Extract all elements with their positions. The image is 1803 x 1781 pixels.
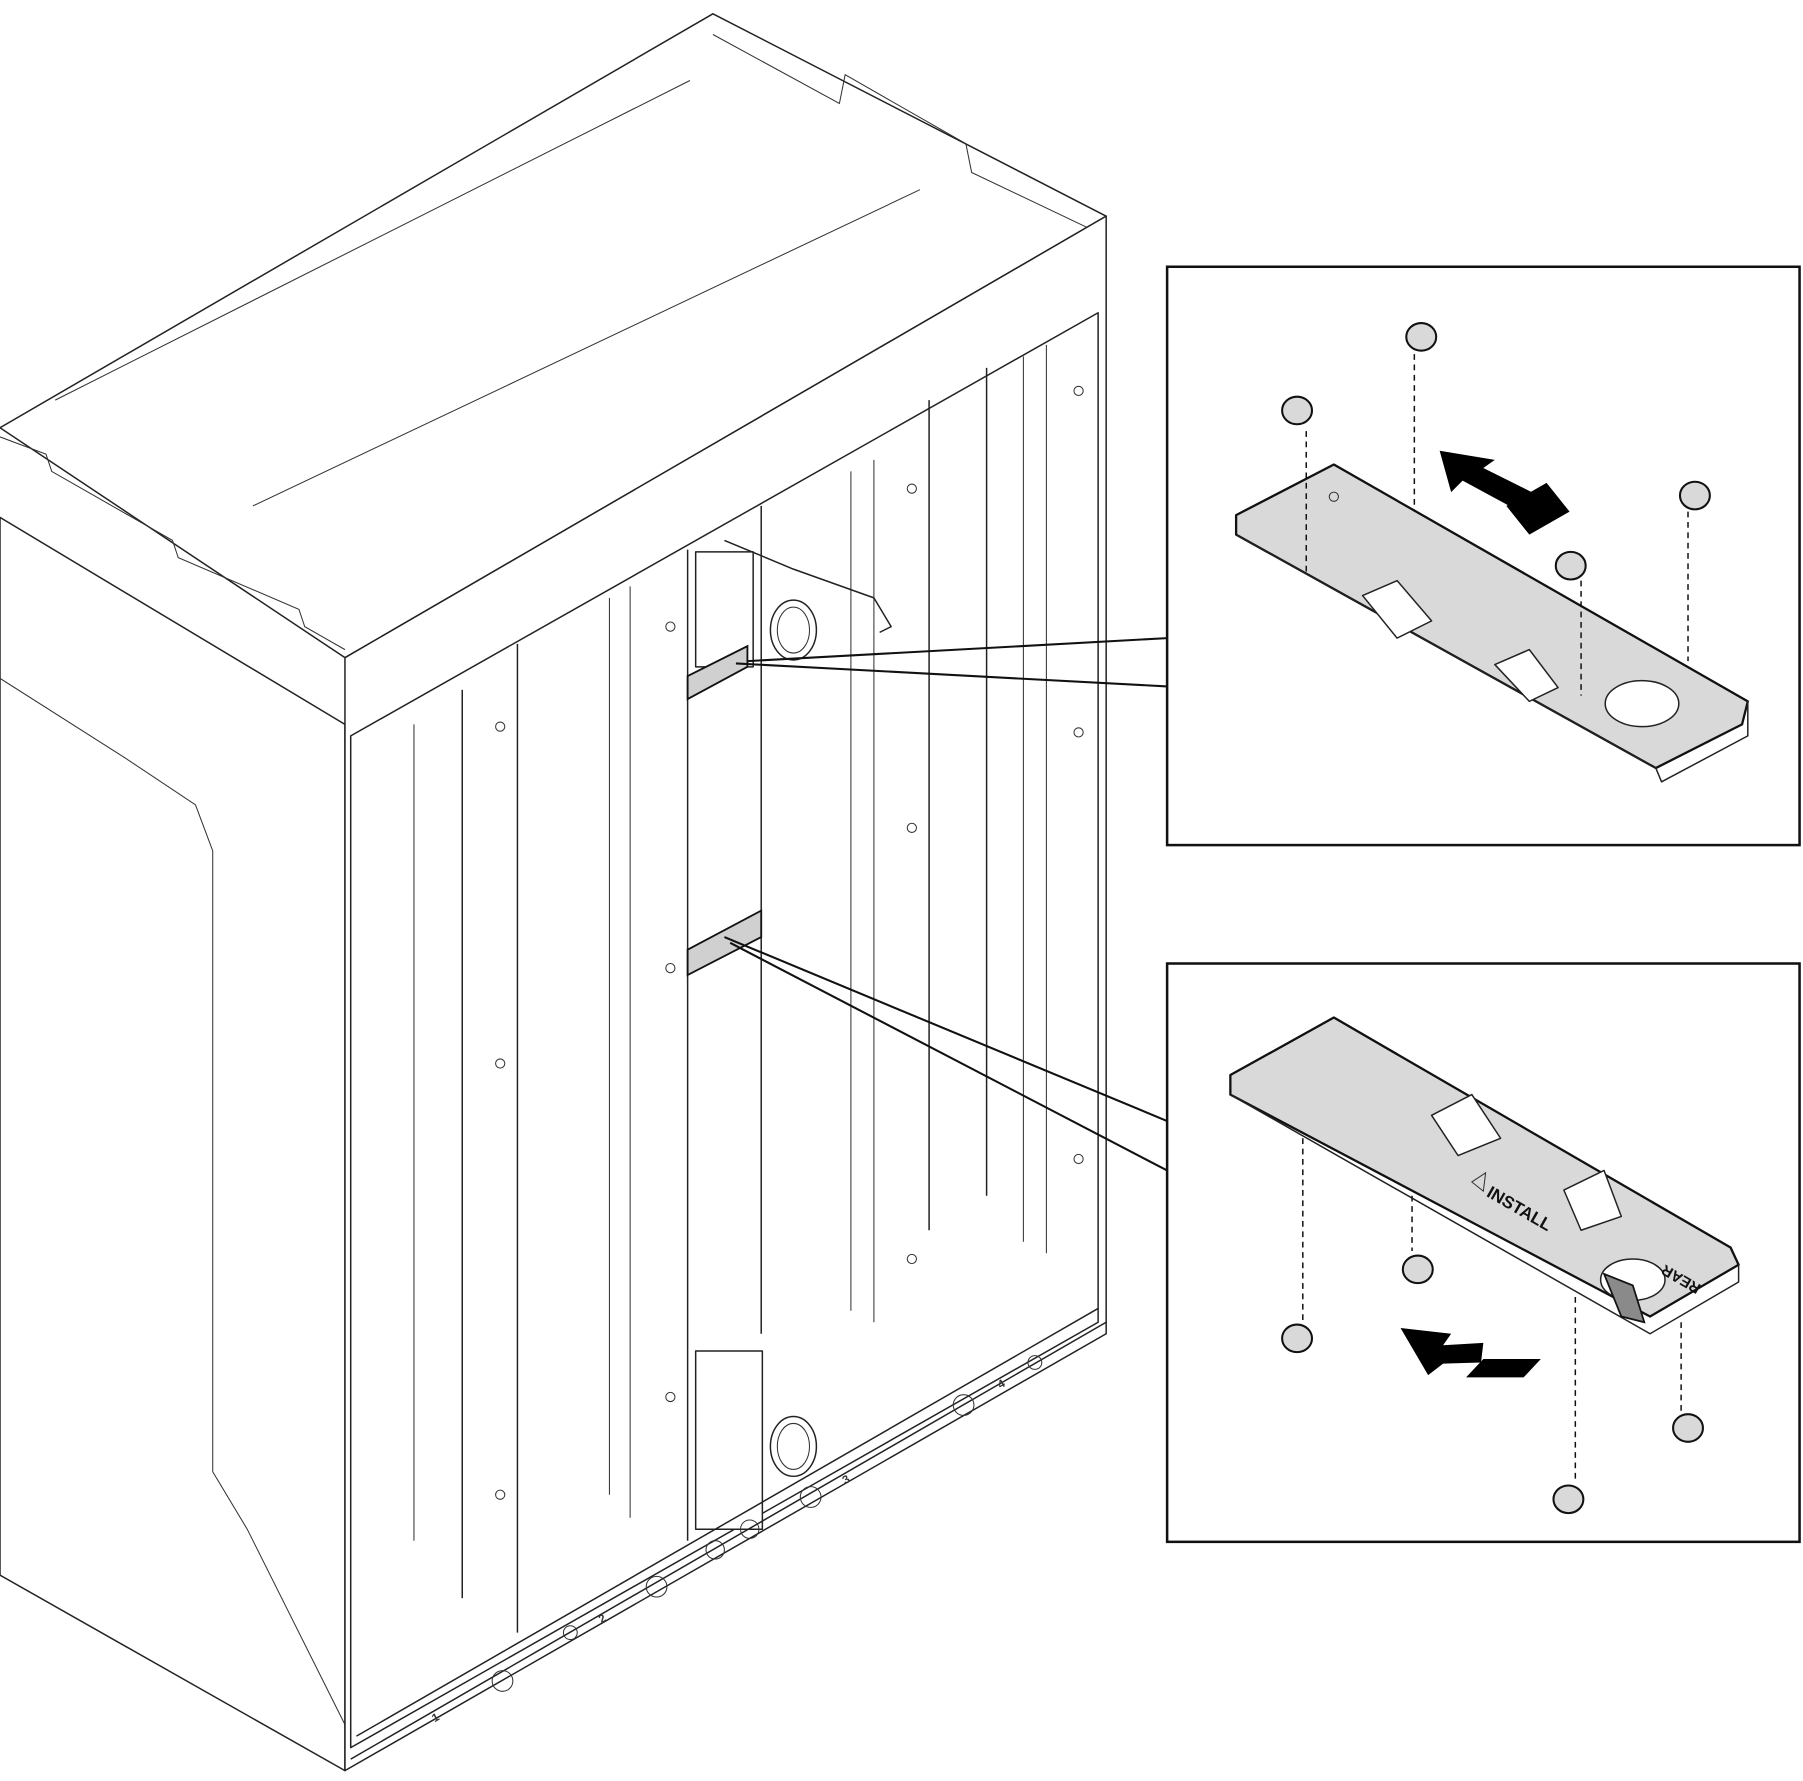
bottom-rail: 1 2 3 4 — [350, 1307, 1107, 1760]
arrow-up-right-icon — [1439, 450, 1570, 535]
power-connector-top — [694, 539, 892, 668]
pin-icon — [1554, 550, 1587, 581]
bay-label-2: 2 — [597, 1612, 609, 1626]
location-marker-bottom — [686, 909, 763, 977]
install-triangle-icon — [1470, 1171, 1487, 1193]
pin-icon — [1281, 1323, 1314, 1354]
callout-bottom-installation: INSTALL REAR — [1165, 962, 1801, 1544]
pin-icon — [1405, 322, 1438, 352]
pin-icon — [1401, 1254, 1434, 1285]
callout-top-removal — [1165, 265, 1801, 847]
callout-bottom-leader — [686, 909, 1168, 1172]
power-connector-bottom — [694, 1350, 818, 1530]
pin-icon — [1552, 1484, 1585, 1515]
pin-icon — [1672, 1413, 1704, 1443]
chassis — [0, 13, 1107, 1772]
arrow-left-icon — [1400, 1327, 1541, 1378]
callout-top-leader — [686, 637, 1168, 701]
pin-icon — [1678, 480, 1711, 511]
chassis-left-side — [0, 516, 346, 1772]
bay-label-3: 3 — [841, 1473, 853, 1487]
pin-icon — [1281, 395, 1314, 426]
location-marker-top — [686, 644, 749, 701]
